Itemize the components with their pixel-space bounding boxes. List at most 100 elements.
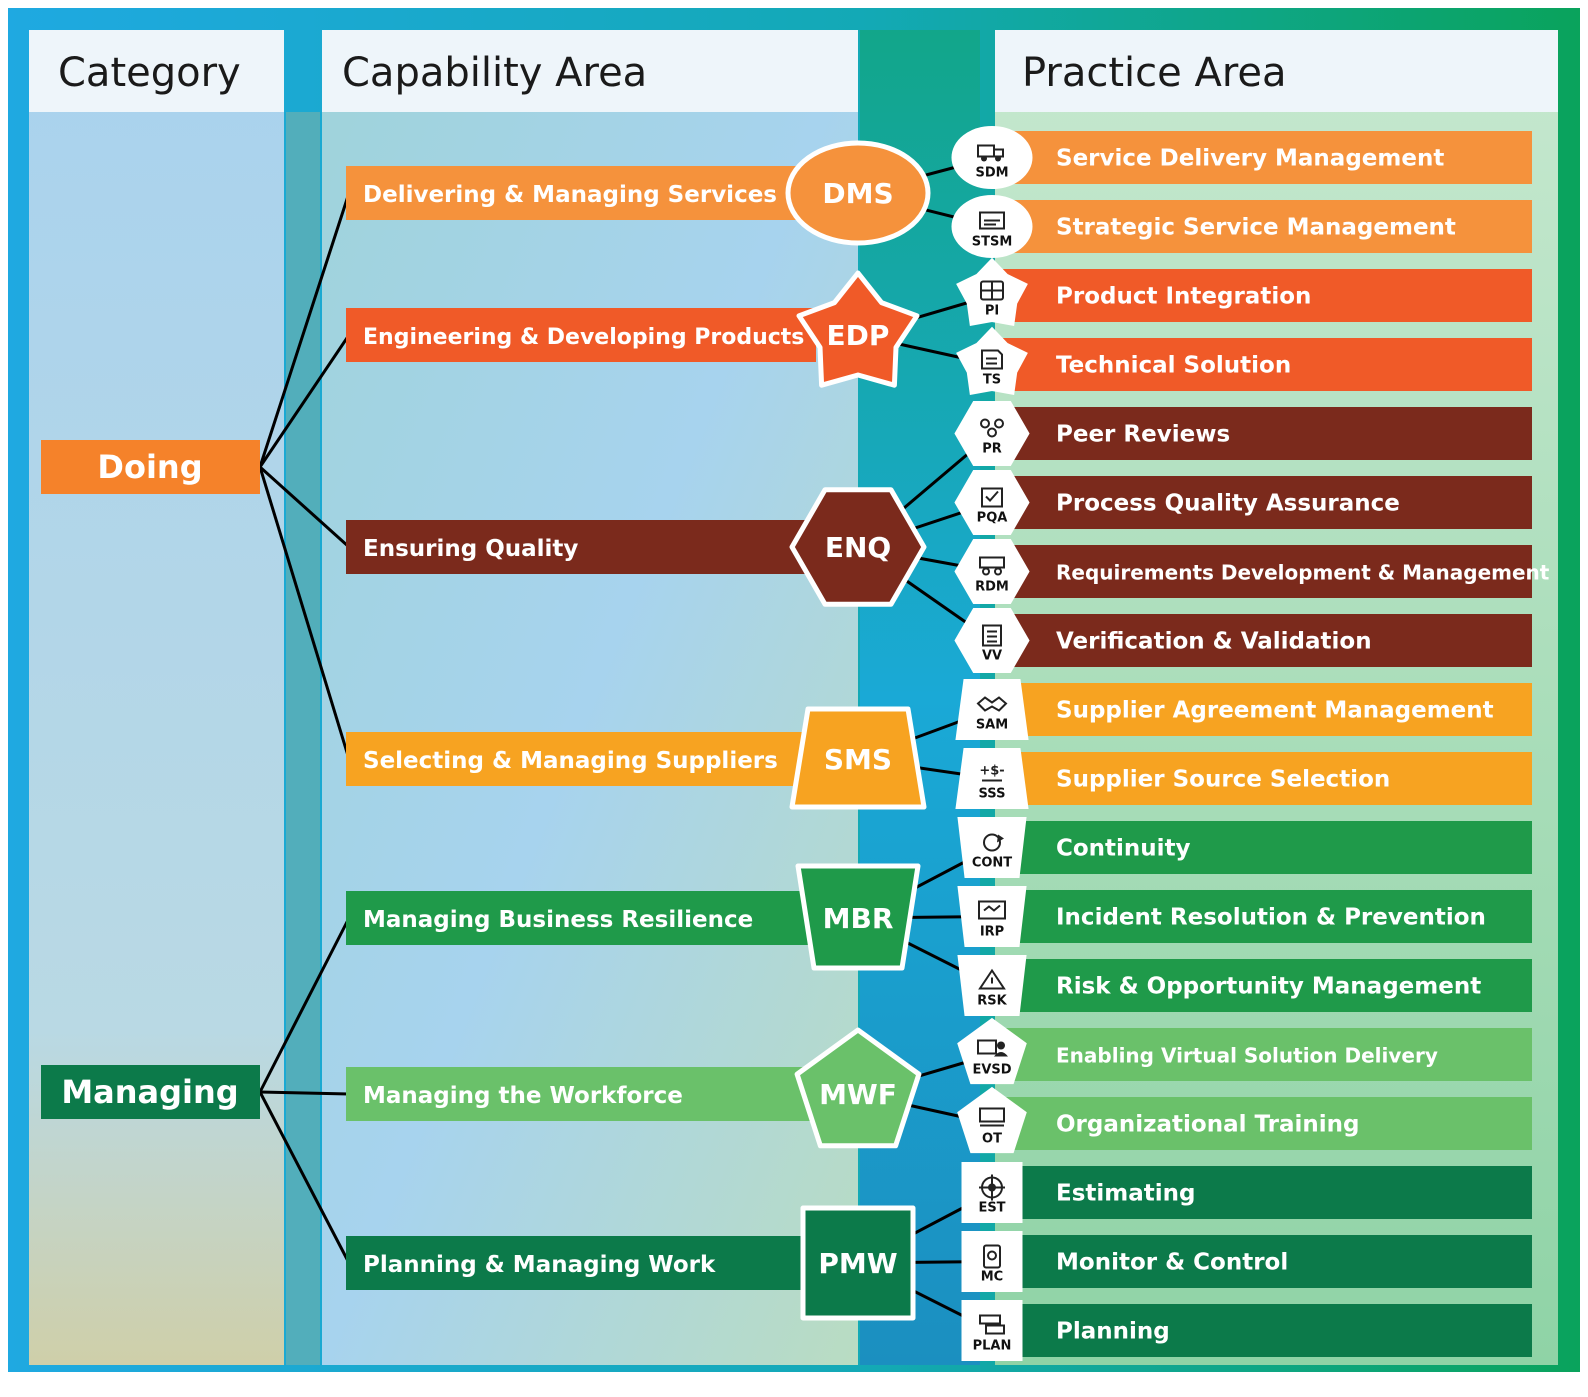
- capability-bar-sms: [346, 732, 816, 786]
- capability-bar-enq: [346, 520, 816, 574]
- practice-icon-est: EST: [961, 1162, 1023, 1223]
- capability-bar-edp: [346, 308, 816, 362]
- practice-icon-evsd: EVSD: [957, 1017, 1027, 1085]
- person-head: [997, 1041, 1005, 1050]
- refresh-arrow: [997, 834, 1004, 843]
- practice-badge: [955, 748, 1029, 809]
- capability-badge-pmw: [800, 1205, 916, 1321]
- virtual-meeting-icon: [977, 1039, 1008, 1057]
- practice-bar-ot: [995, 1097, 1532, 1150]
- capability-label-dms: Delivering & Managing Services: [363, 182, 777, 208]
- practice-badge: [961, 1300, 1023, 1361]
- category-connector-edp: [258, 334, 351, 468]
- truck-wheel: [995, 155, 1001, 162]
- practice-label-ts: Technical Solution: [1056, 353, 1291, 379]
- practice-bar-pqa: [995, 476, 1532, 529]
- practice-icon-pr: PR: [954, 401, 1030, 466]
- requirements-icon: [979, 556, 1005, 576]
- capability-label-mwf: Managing the Workforce: [363, 1083, 683, 1109]
- practice-label-cont: Continuity: [1056, 836, 1191, 862]
- monitor-graph: [983, 904, 1001, 912]
- practice-label-sss: Supplier Source Selection: [1056, 767, 1390, 793]
- practice-label-sam: Supplier Agreement Management: [1056, 698, 1494, 724]
- practice-bar-vv: [995, 614, 1532, 667]
- practice-label-mc: Monitor & Control: [1056, 1250, 1288, 1276]
- refresh-ring: [983, 833, 1001, 852]
- practice-icon-pi: PI: [956, 257, 1028, 326]
- training-icon: [979, 1107, 1005, 1127]
- monitor-alert-icon: [978, 900, 1006, 920]
- practice-label-pi: Product Integration: [1056, 284, 1311, 310]
- practice-bar-sss: [995, 752, 1532, 805]
- practice-abbr-rdm: RDM: [975, 580, 1009, 595]
- category-connector-enq: [258, 465, 351, 549]
- practice-icon-stsm: STSM: [951, 195, 1033, 258]
- practice-label-pqa: Process Quality Assurance: [1056, 491, 1400, 517]
- practice-label-vv: Verification & Validation: [1056, 629, 1372, 655]
- check-mark: [985, 490, 999, 502]
- practice-abbr-pr: PR: [982, 442, 1002, 457]
- category-label-doing: Doing: [97, 448, 202, 486]
- capability-bar-pmw: [346, 1236, 816, 1290]
- practice-label-evsd: Enabling Virtual Solution Delivery: [1056, 1044, 1438, 1068]
- person-head: [987, 427, 997, 438]
- practice-bar-cont: [995, 821, 1532, 874]
- capability-column: [322, 30, 858, 1365]
- practice-icon-vv: VV: [954, 608, 1030, 673]
- capability-badge-mwf: [794, 1027, 922, 1149]
- category-connector-pmw: [258, 1091, 351, 1264]
- person-head: [980, 418, 990, 429]
- practice-icon-irp: IRP: [957, 886, 1027, 947]
- truck-wheel: [981, 155, 987, 162]
- practice-abbr-cont: CONT: [972, 856, 1012, 871]
- capability-bar-mwf: [346, 1067, 816, 1121]
- category-column: [29, 30, 284, 1365]
- planning-icon: [979, 1314, 1005, 1335]
- warning-triangle: [978, 968, 1006, 990]
- practice-label-rdm: Requirements Development & Management: [1056, 561, 1550, 585]
- category-header-bg: [29, 30, 284, 112]
- practice-badge: [957, 817, 1027, 878]
- capability-badge-edp: [796, 270, 920, 388]
- handshake-icon: [976, 696, 1008, 712]
- practice-label-irp: Incident Resolution & Prevention: [1056, 905, 1486, 931]
- monitor: [978, 900, 1006, 920]
- capability-header: Capability Area: [342, 50, 647, 96]
- practice-abbr-sdm: SDM: [975, 166, 1008, 181]
- capability-abbr-enq: ENQ: [825, 531, 891, 564]
- practice-icon-ts: TS: [956, 326, 1028, 395]
- person-head: [994, 418, 1004, 429]
- person-body: [994, 1052, 1008, 1057]
- category-label-managing: Managing: [61, 1073, 238, 1111]
- capability-badge-enq: [789, 487, 927, 607]
- practice-icon-pqa: PQA: [954, 470, 1030, 535]
- training-board: [979, 1107, 1005, 1123]
- practice-bar-irp: [995, 890, 1532, 943]
- practice-abbr-est: EST: [978, 1201, 1005, 1216]
- practice-label-est: Estimating: [1056, 1181, 1195, 1207]
- practice-label-stsm: Strategic Service Management: [1056, 215, 1456, 241]
- practice-bar-plan: [995, 1304, 1532, 1357]
- practice-label-sdm: Service Delivery Management: [1056, 146, 1444, 172]
- capability-abbr-edp: EDP: [827, 319, 890, 352]
- practice-label-pr: Peer Reviews: [1056, 422, 1230, 448]
- practice-badge: [961, 1231, 1023, 1292]
- practice-abbr-rsk: RSK: [977, 994, 1007, 1009]
- practice-header: Practice Area: [1022, 50, 1287, 96]
- practice-badge: [955, 679, 1029, 740]
- req-person: [994, 567, 1002, 576]
- practice-bar-sdm: [995, 131, 1532, 184]
- capability-label-mbr: Managing Business Resilience: [363, 907, 753, 933]
- plan-block: [985, 1324, 1005, 1335]
- practice-badge: [954, 401, 1030, 466]
- people-review-icon: [980, 418, 1004, 438]
- supplier-cost-icon: +$-: [979, 764, 1005, 782]
- capability-abbr-sms: SMS: [824, 743, 892, 776]
- checklist-icon: [981, 487, 1003, 508]
- capability-bar-mbr: [346, 891, 816, 945]
- cost-symbols: +$-: [979, 764, 1004, 779]
- screen: [977, 1039, 997, 1055]
- capability-bar-dms: [346, 166, 816, 220]
